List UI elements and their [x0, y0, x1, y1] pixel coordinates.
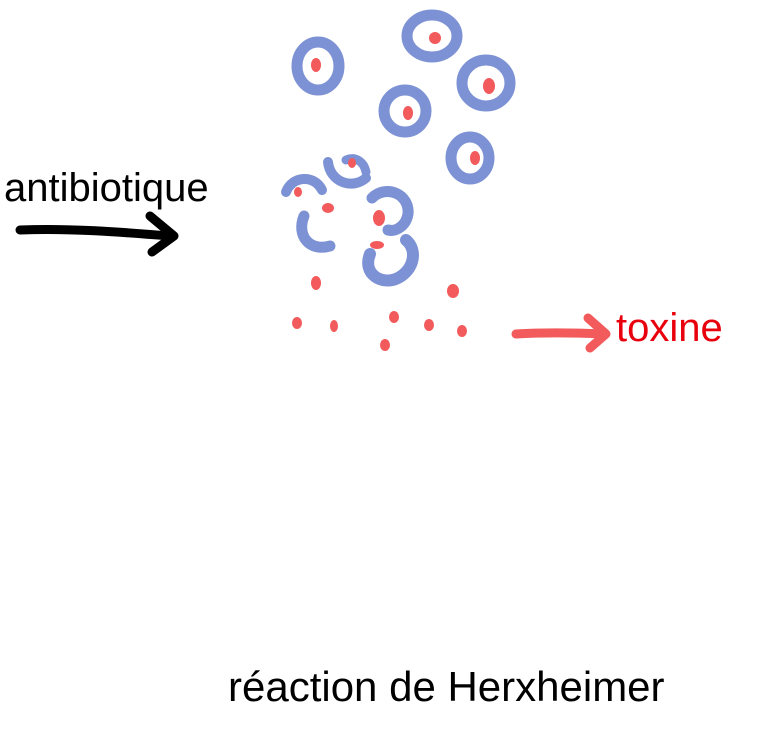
- toxin-particle: [348, 158, 356, 168]
- toxin-particle: [311, 276, 321, 290]
- toxin-particles: [292, 158, 467, 351]
- lysed-bacterium: [366, 186, 414, 236]
- intact-bacterium: [291, 36, 345, 96]
- lysed-bacterium: [281, 174, 327, 197]
- lysed-bacterium: [341, 154, 371, 177]
- toxin-label: toxine: [616, 306, 723, 350]
- intact-bacterium: [401, 9, 463, 63]
- lysed-bacterium: [323, 157, 371, 189]
- toxin-particle: [370, 241, 384, 249]
- lysed-bacterium: [296, 210, 336, 253]
- intact-bacterium: [456, 54, 516, 112]
- toxin-particle: [447, 284, 459, 298]
- toxin-particle: [373, 210, 385, 226]
- toxin-particle: [380, 339, 390, 351]
- lysed-bacterium: [362, 234, 419, 287]
- toxin-particle: [322, 203, 334, 213]
- intact-bacterium: [378, 84, 432, 138]
- antibiotic-arrow: [15, 211, 179, 257]
- intact-bacterium: [445, 131, 495, 185]
- toxin-particle: [457, 325, 467, 337]
- toxin-particle: [294, 187, 302, 197]
- caption-title: réaction de Herxheimer: [228, 663, 665, 710]
- toxin-arrow: [511, 313, 611, 353]
- intact-bacteria: [291, 9, 516, 185]
- antibiotic-label: antibiotique: [4, 166, 209, 210]
- toxin-particle: [292, 317, 302, 329]
- toxin-particle: [330, 320, 338, 332]
- lysed-bacteria: [281, 154, 419, 287]
- toxin-particle: [424, 319, 434, 331]
- toxin-particle: [389, 311, 399, 323]
